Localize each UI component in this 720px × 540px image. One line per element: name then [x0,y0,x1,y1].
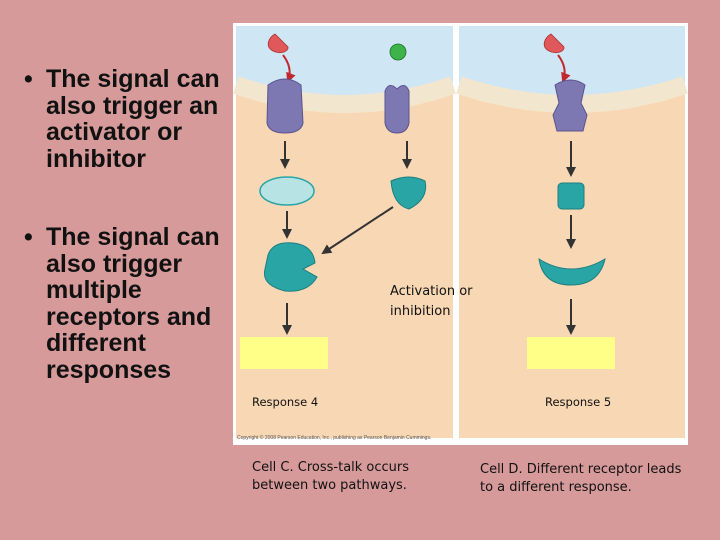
bullet-glyph: • [24,65,33,93]
bullet-glyph: • [24,223,33,251]
signal-molecule-icon [543,33,565,54]
copyright-notice: Copyright © 2008 Pearson Education, Inc.… [237,435,432,441]
signal-molecule-icon [389,43,407,61]
relay-protein-icon [390,176,427,210]
plasma-membrane [233,76,456,113]
bullet-text: The signal can also trigger an activator… [46,65,220,173]
receptor-icon [552,79,588,132]
cell-d-caption: Cell D. Different receptor leads to a di… [480,462,682,495]
response-5-label: Response 5 [545,395,612,409]
bullet-item: • The signal can also trigger an activat… [20,66,230,172]
receptor-icon [384,85,410,134]
signal-molecule-icon [267,33,289,54]
bullet-text: The signal can also trigger multiple rec… [46,223,220,384]
response-box [240,337,328,369]
relay-protein-icon [259,176,315,206]
pathway-diagram [233,26,688,438]
signaling-figure: Activation or inhibition Response 4 Resp… [233,23,688,445]
binding-arrow [557,54,571,83]
relay-protein-icon [263,242,318,292]
response-4-label: Response 4 [252,395,319,409]
crosstalk-arrow [321,206,394,255]
bullet-list: • The signal can also trigger an activat… [20,66,230,383]
bullet-item: • The signal can also trigger multiple r… [20,224,230,383]
response-box [527,337,615,369]
cell-c-caption: Cell C. Cross-talk occurs between two pa… [252,460,410,493]
relay-protein-icon [538,257,606,286]
extracellular-space [459,26,685,104]
cell-c-panel [233,26,456,438]
binding-arrow [282,54,296,83]
receptor-icon [266,78,304,134]
activation-label: Activation or inhibition [390,284,473,319]
relay-protein-icon [557,182,585,210]
